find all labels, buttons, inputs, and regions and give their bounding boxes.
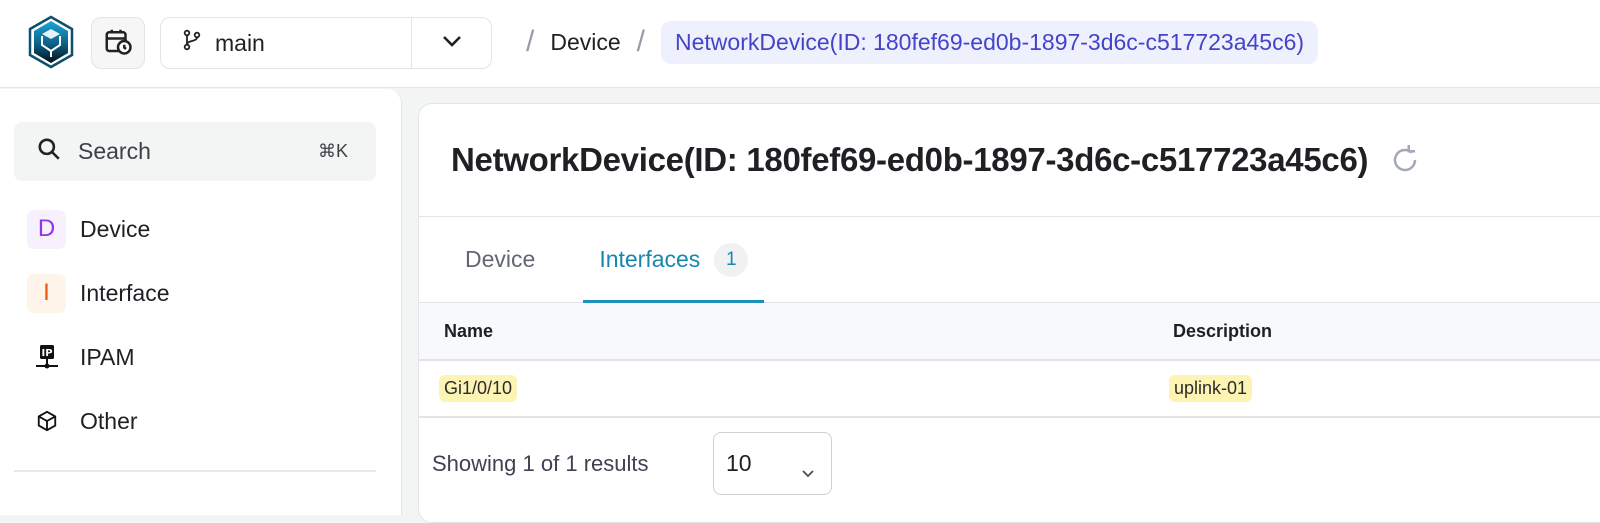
interface-badge-icon: I	[27, 273, 66, 313]
svg-text:IP: IP	[41, 348, 52, 359]
results-prefix: Showing	[432, 451, 523, 476]
sidebar-item-label: Interface	[80, 279, 170, 306]
device-badge-icon: D	[27, 209, 66, 249]
column-header-description[interactable]: Description	[1173, 320, 1273, 341]
page-size-select[interactable]: 10	[713, 432, 832, 495]
ip-network-icon: IP	[27, 338, 66, 377]
branch-dropdown-toggle[interactable]	[411, 18, 491, 68]
sidebar-divider	[14, 470, 376, 472]
search-shortcut: ⌘K	[317, 141, 348, 161]
sidebar-item-label: Device	[80, 215, 151, 242]
breadcrumb-separator: /	[636, 25, 645, 58]
table-header: Name Description	[419, 303, 1600, 361]
card-header: NetworkDevice(ID: 180fef69-ed0b-1897-3d6…	[419, 104, 1600, 217]
results-summary: Showing 1 of 1 results	[432, 451, 649, 477]
tab-device[interactable]: Device	[457, 217, 543, 302]
sidebar-item-label: IPAM	[80, 343, 135, 370]
calendar-clock-icon	[103, 26, 133, 61]
breadcrumb-separator: /	[526, 25, 535, 58]
page-size-value: 10	[726, 450, 752, 476]
breadcrumb-current[interactable]: NetworkDevice(ID: 180fef69-ed0b-1897-3d6…	[661, 20, 1319, 64]
breadcrumb: / Device / NetworkDevice(ID: 180fef69-ed…	[510, 18, 1319, 66]
tab-bar: Device Interfaces 1	[419, 217, 1600, 303]
column-header-name[interactable]: Name	[444, 320, 494, 341]
cell-name[interactable]: Gi1/0/10	[439, 375, 518, 402]
cell-description[interactable]: uplink-01	[1169, 375, 1253, 402]
search-label: Search	[78, 138, 151, 164]
branch-selector[interactable]: main	[160, 17, 492, 69]
detail-card: NetworkDevice(ID: 180fef69-ed0b-1897-3d6…	[418, 103, 1600, 523]
sidebar: Search ⌘K D Device I Interface IP IPAM	[0, 89, 402, 515]
tab-label: Interfaces	[599, 246, 701, 272]
branch-name: main	[215, 29, 265, 56]
pagination: Showing 1 of 1 results 10	[419, 418, 1600, 508]
search-button[interactable]: Search ⌘K	[14, 122, 376, 181]
tab-label: Device	[465, 246, 536, 272]
app-logo-icon[interactable]	[28, 15, 74, 69]
cube-icon	[27, 402, 66, 441]
history-button[interactable]	[91, 17, 145, 69]
tab-count-badge: 1	[714, 242, 749, 277]
results-total: 1	[565, 451, 578, 476]
page-title: NetworkDevice(ID: 180fef69-ed0b-1897-3d6…	[451, 141, 1369, 178]
sidebar-item-label: Other	[80, 407, 138, 434]
refresh-icon[interactable]	[1390, 145, 1420, 175]
top-bar: main / Device / NetworkDevice(ID: 180fef…	[0, 0, 1600, 88]
sidebar-item-interface[interactable]: I Interface	[27, 273, 170, 313]
sidebar-item-other[interactable]: Other	[27, 401, 138, 441]
breadcrumb-device[interactable]: Device	[550, 28, 621, 55]
results-of: of	[534, 451, 566, 476]
results-shown: 1	[522, 451, 535, 476]
results-suffix: results	[577, 451, 649, 476]
branch-current[interactable]: main	[161, 18, 411, 68]
tab-interfaces[interactable]: Interfaces 1	[583, 217, 765, 303]
git-branch-icon	[183, 29, 201, 57]
chevron-down-icon	[801, 457, 815, 484]
search-icon	[36, 136, 62, 167]
sidebar-item-device[interactable]: D Device	[27, 209, 150, 249]
table-row[interactable]: Gi1/0/10 uplink-01	[419, 361, 1600, 418]
sidebar-item-ipam[interactable]: IP IPAM	[27, 337, 135, 377]
chevron-down-icon	[442, 34, 462, 52]
